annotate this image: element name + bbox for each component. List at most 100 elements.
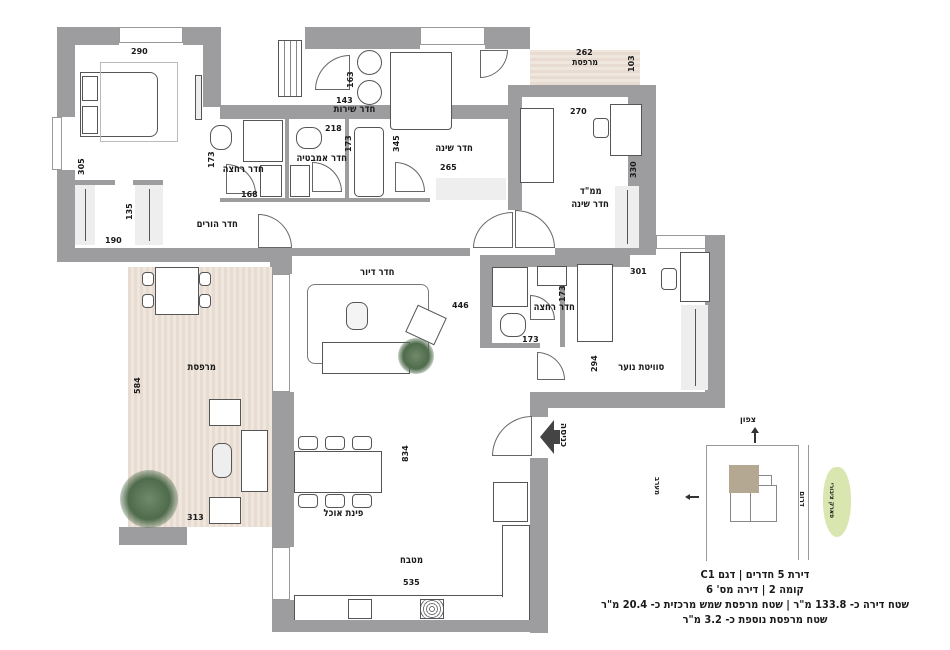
chair [325, 436, 345, 450]
desk-chair [661, 268, 677, 290]
dim-label: 103 [627, 55, 636, 72]
plant [398, 338, 434, 374]
sink [290, 165, 310, 197]
rug [100, 62, 178, 142]
wall [485, 27, 530, 49]
wall [705, 235, 725, 400]
apartment-info: דירת 5 חדרים | דגם C1 קומה 2 | דירה מס' … [593, 567, 917, 627]
wall [272, 618, 548, 632]
dim-label: 584 [133, 377, 142, 394]
bathtub [354, 127, 384, 197]
dim-label: 834 [401, 445, 410, 462]
door[interactable] [395, 162, 425, 192]
entrance-arrow-icon [540, 420, 560, 454]
small-balcony-label: מרפסת [572, 58, 598, 68]
safe-room-label-2: חדר שינה [571, 199, 609, 210]
info-line-2: קומה 2 | דירה מס' 6 [706, 583, 804, 596]
wall [272, 392, 294, 547]
dim-label: 270 [570, 107, 587, 116]
wall [57, 170, 75, 262]
desk [610, 104, 642, 156]
chair [298, 494, 318, 508]
desk [680, 252, 710, 302]
dim-label: 294 [590, 355, 599, 372]
living-room-label: חדר דיור [360, 267, 395, 278]
wall [57, 27, 75, 117]
wall [560, 262, 565, 347]
kitchen-side-counter [502, 525, 530, 597]
outdoor-armchair [209, 497, 241, 524]
pillow [82, 76, 98, 101]
large-balcony-label: מרפסת [187, 362, 216, 373]
walk-in-closet-right [135, 185, 163, 245]
cooktop [420, 599, 444, 619]
safe-room-closet [615, 186, 639, 248]
outdoor-coffee-table [212, 443, 232, 478]
door[interactable] [515, 210, 555, 248]
door[interactable] [480, 50, 508, 78]
wall [480, 255, 492, 345]
plant [120, 470, 178, 528]
park-label: פארק ציבורי [828, 482, 836, 519]
chair [352, 436, 372, 450]
master-bedroom-label: חדר הורים [196, 219, 238, 230]
wall [530, 392, 725, 408]
wall [480, 343, 540, 348]
road-line [808, 445, 809, 560]
wall [508, 85, 522, 210]
dim-label: 265 [440, 163, 457, 172]
toilet [500, 313, 526, 337]
bed [390, 52, 452, 130]
teen-closet [681, 305, 708, 390]
stairs-shaft [278, 40, 302, 97]
master-bath-label: חדר רחצה [222, 164, 264, 175]
wall [220, 198, 430, 202]
dim-label: 173 [558, 285, 567, 302]
fridge [493, 482, 528, 522]
north-label: צפון [740, 415, 756, 424]
door[interactable] [258, 214, 292, 248]
toilet [296, 127, 322, 149]
wall [345, 118, 349, 198]
door[interactable] [315, 55, 350, 90]
shower [243, 120, 283, 162]
wall [555, 248, 630, 256]
building-highlight [729, 465, 759, 493]
bedroom-closet [436, 178, 506, 200]
single-bed [577, 264, 613, 342]
entrance-door[interactable] [492, 416, 532, 456]
wall [75, 180, 115, 185]
site-map: צפון דרום מערב פארק ציבורי [653, 410, 870, 561]
west-arrow-icon [685, 494, 699, 500]
dim-label: 305 [77, 158, 86, 175]
park-shape [823, 467, 851, 537]
wall [508, 85, 628, 97]
sink [348, 599, 372, 619]
door[interactable] [537, 352, 565, 380]
door[interactable] [473, 212, 513, 248]
sink [260, 165, 282, 197]
wall [57, 248, 292, 262]
dim-label: 262 [576, 48, 593, 57]
bedroom-label: חדר שינה [435, 143, 473, 154]
dim-label: 330 [629, 161, 638, 178]
north-arrow-icon [751, 427, 759, 443]
dim-label: 163 [346, 71, 355, 88]
site-boundary [706, 445, 799, 561]
building-outline [750, 485, 777, 522]
chair [199, 272, 211, 286]
toilet [210, 125, 232, 150]
wall [305, 27, 420, 49]
wall [530, 392, 548, 417]
chair [352, 494, 372, 508]
dim-label: 290 [131, 47, 148, 56]
chair [142, 294, 154, 308]
dim-label: 535 [403, 578, 420, 587]
utility-room-label: חדר שירות [333, 104, 376, 115]
sink [537, 266, 567, 286]
pillow [82, 106, 98, 134]
dim-label: 173 [344, 135, 353, 152]
door[interactable] [312, 162, 342, 192]
shower [492, 267, 528, 307]
dim-label: 446 [452, 301, 469, 310]
